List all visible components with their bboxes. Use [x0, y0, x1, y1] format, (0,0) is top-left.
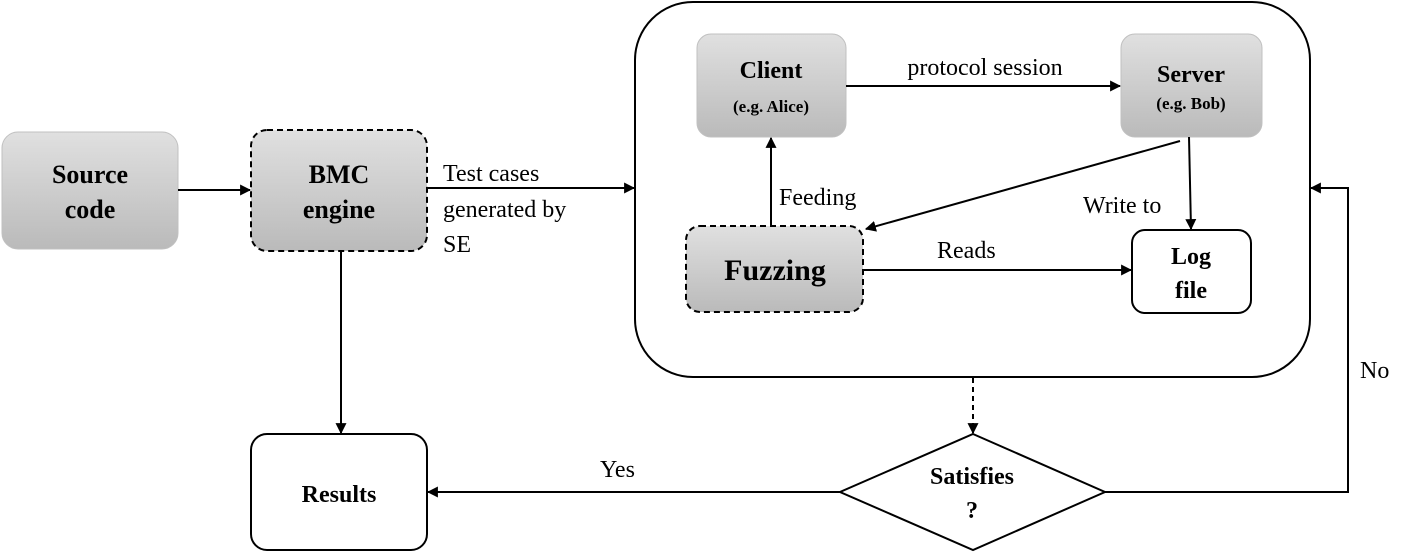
server-node: Server (e.g. Bob) [1120, 33, 1263, 138]
log-file-label-2: file [1175, 278, 1207, 304]
source-code-label-1: Source [52, 160, 128, 189]
yes-label: Yes [600, 457, 635, 483]
bmc-engine-label-2: engine [303, 195, 375, 224]
no-label: No [1360, 358, 1389, 384]
decision-node: Satisfies ? [837, 432, 1108, 552]
log-file-node: Log file [1131, 229, 1252, 314]
results-label: Results [302, 482, 377, 508]
edge-decision-no [1105, 182, 1349, 493]
edge-server-to-logfile [1185, 136, 1197, 231]
fuzzing-node: Fuzzing [685, 225, 864, 313]
decision-label-2: ? [966, 498, 978, 524]
bmc-engine-label-1: BMC [309, 160, 370, 189]
decision-label-1: Satisfies [930, 464, 1014, 490]
fuzzing-label: Fuzzing [724, 254, 826, 287]
bmc-engine-node: BMC engine [250, 129, 428, 252]
test-cases-label-1: Test cases [443, 161, 539, 187]
server-label-2: (e.g. Bob) [1156, 94, 1225, 113]
server-label-1: Server [1157, 62, 1225, 88]
reads-label: Reads [937, 238, 996, 264]
protocol-session-label: protocol session [907, 55, 1062, 81]
client-label-1: Client [740, 58, 803, 84]
test-cases-label-3: SE [443, 232, 471, 258]
source-code-node: Source code [1, 131, 179, 250]
feeding-label: Feeding [779, 185, 856, 211]
source-code-label-2: code [65, 195, 116, 224]
write-to-label: Write to [1083, 193, 1161, 219]
client-label-2: (e.g. Alice) [733, 97, 809, 116]
results-node: Results [250, 433, 428, 551]
client-node: Client (e.g. Alice) [696, 33, 847, 138]
edge-server-to-fuzzing [864, 140, 1181, 232]
test-cases-label-2: generated by [443, 197, 566, 223]
log-file-label-1: Log [1171, 244, 1211, 270]
